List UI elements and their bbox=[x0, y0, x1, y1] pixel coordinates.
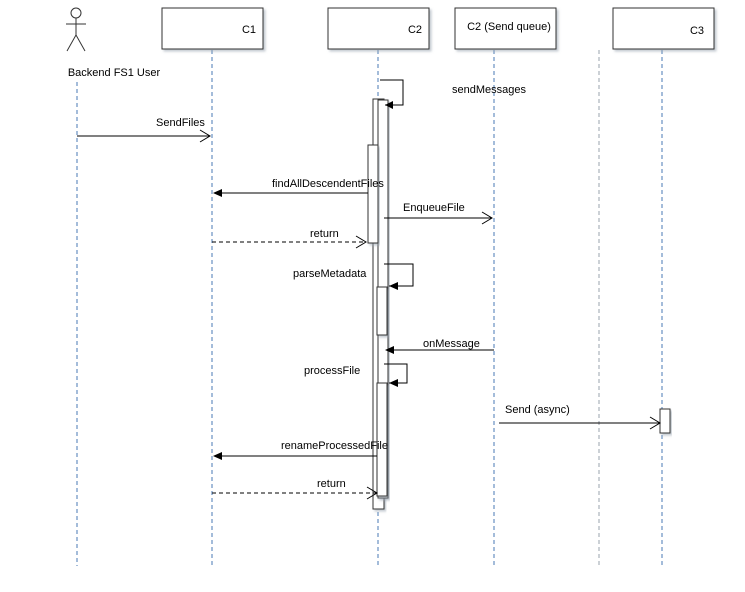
label-parse-metadata: parseMetadata bbox=[293, 268, 367, 280]
message-find-all-descendent-files bbox=[213, 189, 368, 197]
message-process-file bbox=[384, 363, 408, 387]
participant-c2: C2 bbox=[327, 7, 430, 50]
label-return-2: return bbox=[317, 478, 346, 490]
label-on-message: onMessage bbox=[423, 338, 480, 350]
message-labels: sendMessages SendFiles findAllDescendent… bbox=[156, 84, 570, 490]
participant-c1-label: C1 bbox=[242, 24, 256, 36]
participant-heads: C1 C2 C2 (Send queue) C3 bbox=[161, 7, 715, 50]
activation-bars bbox=[367, 98, 671, 510]
participant-c2-label: C2 bbox=[408, 24, 422, 36]
participant-c3: C3 bbox=[612, 7, 715, 50]
c2-activation-find bbox=[367, 144, 379, 244]
actor-label: Backend FS1 User bbox=[68, 67, 161, 79]
participant-c2-queue-label: C2 (Send queue) bbox=[467, 21, 551, 33]
participant-c3-label: C3 bbox=[690, 25, 704, 37]
label-rename-processed-file: renameProcessedFile bbox=[281, 440, 388, 452]
label-process-file: processFile bbox=[304, 365, 360, 377]
message-parse-metadata bbox=[384, 263, 414, 290]
message-return-2 bbox=[212, 486, 378, 500]
label-send-async: Send (async) bbox=[505, 404, 570, 416]
message-rename-processed-file bbox=[213, 452, 377, 460]
c2-activation-parse bbox=[376, 286, 388, 336]
message-send-async bbox=[499, 416, 661, 430]
participant-c2-queue: C2 (Send queue) bbox=[454, 7, 557, 50]
participant-c1: C1 bbox=[161, 7, 264, 50]
c3-activation-send bbox=[659, 408, 671, 434]
message-on-message bbox=[385, 346, 494, 354]
label-send-messages: sendMessages bbox=[452, 84, 526, 96]
label-send-files: SendFiles bbox=[156, 117, 205, 129]
messages bbox=[77, 79, 661, 500]
label-return-1: return bbox=[310, 228, 339, 240]
message-return-1 bbox=[212, 235, 367, 249]
c2-activation-process bbox=[376, 382, 388, 497]
message-enqueue-file bbox=[384, 211, 493, 225]
label-find-all-descendent-files: findAllDescendentFiles bbox=[272, 178, 384, 190]
stick-figure-icon bbox=[66, 7, 86, 52]
message-send-files bbox=[77, 129, 211, 143]
actor: Backend FS1 User bbox=[66, 7, 161, 79]
message-send-messages bbox=[380, 79, 404, 109]
label-enqueue-file: EnqueueFile bbox=[403, 202, 465, 214]
